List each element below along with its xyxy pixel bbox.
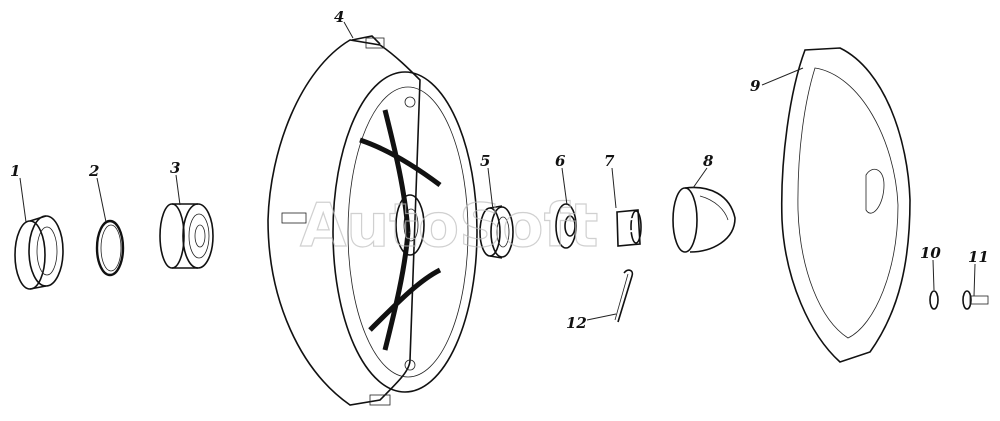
- part-10-lock-washer: [929, 290, 939, 310]
- watermark-text: AutoSoft: [300, 191, 598, 261]
- callout-12: 12: [566, 314, 587, 332]
- callout-5: 5: [480, 152, 490, 170]
- callout-7: 7: [604, 152, 615, 170]
- part-12-cotter-pin: [614, 269, 634, 323]
- part-6-washer: [555, 203, 577, 249]
- callout-10: 10: [920, 244, 941, 262]
- callout-11: 11: [968, 248, 989, 266]
- leader-lines: [19, 21, 976, 321]
- part-9-hub-cover: [780, 47, 911, 363]
- callout-8: 8: [703, 152, 714, 170]
- part-1-oil-seal: [14, 215, 64, 290]
- callout-3: 3: [170, 159, 180, 177]
- callout-6: 6: [555, 152, 566, 170]
- callout-labels: 1 2 3 4 5 6 7 8 9 10 11 12: [10, 8, 989, 332]
- part-8-hub-cap: [672, 186, 736, 253]
- callout-2: 2: [88, 162, 99, 180]
- part-3-inner-bearing: [159, 203, 214, 269]
- callout-9: 9: [750, 77, 761, 95]
- part-2-retaining-ring: [95, 219, 125, 277]
- part-5-outer-bearing: [479, 205, 514, 259]
- callout-4: 4: [334, 8, 344, 26]
- part-11-screw: [962, 290, 989, 310]
- part-7-castle-nut: [616, 209, 642, 247]
- callout-1: 1: [10, 162, 20, 180]
- part-4-wheel-hub: [267, 35, 478, 406]
